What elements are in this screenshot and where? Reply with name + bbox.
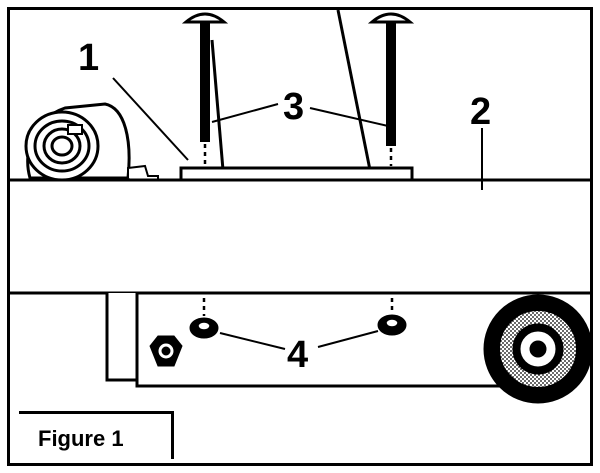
carriage-bolt-left bbox=[181, 12, 229, 166]
mounting-plate bbox=[179, 166, 414, 182]
callout-3: 3 bbox=[283, 86, 304, 128]
leader-lines bbox=[112, 77, 483, 350]
nut-left bbox=[189, 298, 219, 339]
lower-rail bbox=[105, 293, 508, 388]
carriage-bolt-right bbox=[367, 12, 415, 166]
figure-caption-box: Figure 1 bbox=[19, 411, 174, 459]
motor-reel bbox=[24, 102, 159, 182]
figure-frame bbox=[7, 7, 593, 466]
figure-caption: Figure 1 bbox=[38, 426, 124, 451]
callout-4: 4 bbox=[287, 334, 308, 376]
axle-bolt bbox=[149, 335, 183, 367]
rear-frame-lines bbox=[210, 9, 372, 171]
wheel bbox=[483, 294, 593, 404]
callout-1: 1 bbox=[78, 37, 99, 79]
deck-board bbox=[10, 178, 590, 295]
nut-right bbox=[377, 298, 407, 336]
callout-2: 2 bbox=[470, 91, 491, 133]
